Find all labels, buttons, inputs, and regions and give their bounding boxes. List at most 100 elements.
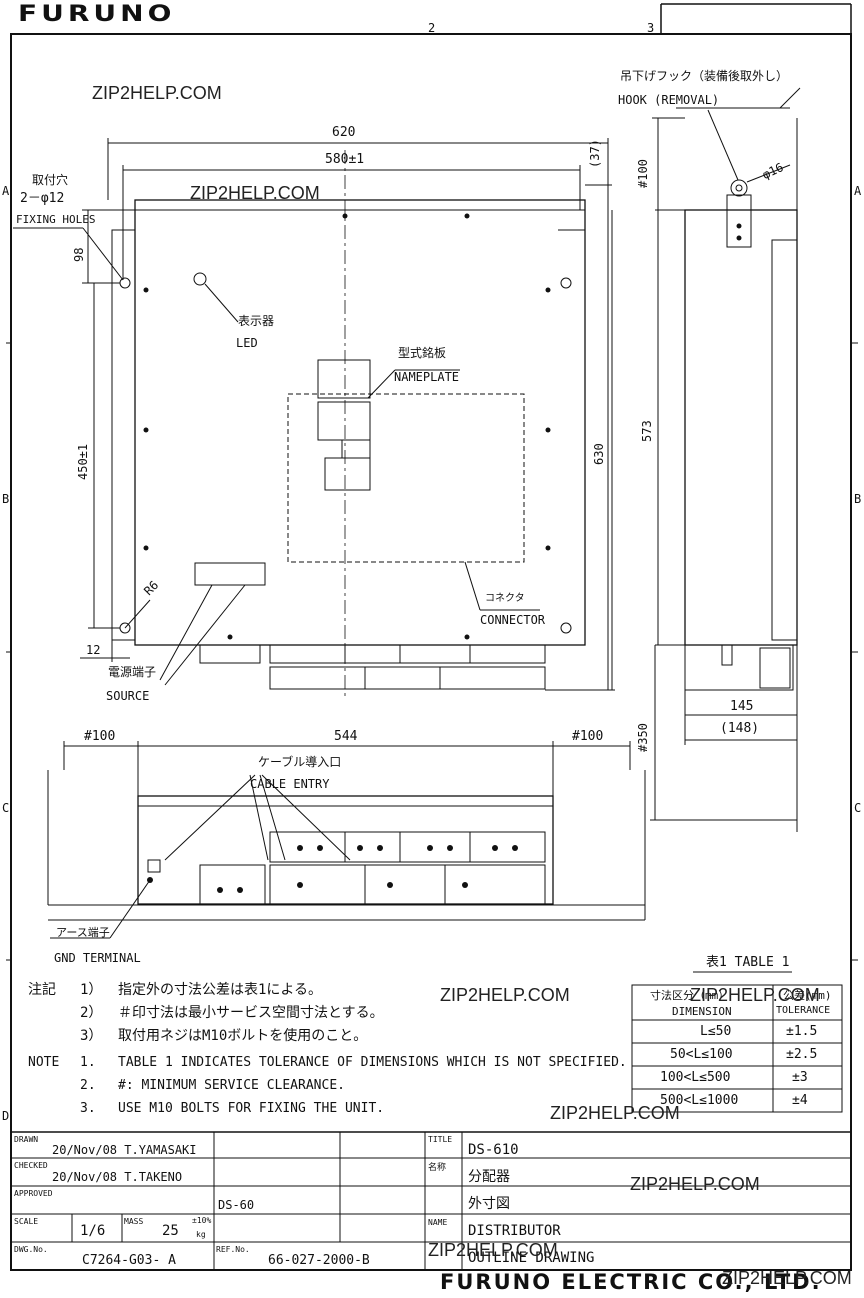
tb-scale-value: 1/6	[80, 1223, 106, 1239]
tb-name-jp-label: 名称	[428, 1163, 447, 1173]
hook-en: HOOK (REMOVAL)	[618, 93, 720, 107]
watermark: ZIP2HELP.COM	[550, 1103, 680, 1123]
table1-row2-dim: 50<L≤100	[670, 1047, 733, 1062]
notes-jp-label: 注記	[28, 982, 56, 998]
watermark: ZIP2HELP.COM	[690, 985, 820, 1005]
row-b-left: B	[2, 492, 10, 506]
gnd-jp: アース端子	[56, 926, 110, 939]
row-c-right: C	[854, 801, 862, 815]
tb-mass-tol: ±10%	[192, 1216, 212, 1225]
watermark: ZIP2HELP.COM	[190, 183, 320, 203]
dim-580: 580±1	[325, 152, 365, 167]
tb-dwg-label: DWG.No.	[14, 1245, 48, 1254]
table1-row1-tol: ±1.5	[786, 1024, 818, 1039]
tb-mass-label: MASS	[124, 1217, 144, 1226]
note-en-2: #: MINIMUM SERVICE CLEARANCE.	[118, 1078, 345, 1093]
tb-name-sub: OUTLINE DRAWING	[468, 1250, 595, 1266]
zone-3: 3	[647, 21, 655, 35]
table1-row3-tol: ±3	[792, 1070, 808, 1085]
source-en: SOURCE	[106, 689, 150, 703]
note-en-1-num: 1.	[80, 1055, 96, 1070]
fixing-holes-spec: 2－φ12	[20, 191, 65, 206]
tb-name-jp-sub: 外寸図	[468, 1196, 510, 1212]
dim-side-100: #100	[636, 159, 650, 188]
table1-caption: 表1 TABLE 1	[706, 955, 790, 970]
dim-bottom-100-right: #100	[572, 729, 604, 744]
led-en: LED	[236, 336, 258, 350]
cable-entry-jp: ケーブル導入口	[258, 755, 342, 769]
dim-630: 630	[592, 443, 606, 465]
tb-title-label: TITLE	[428, 1135, 453, 1144]
tb-title-value: DS-610	[468, 1142, 519, 1158]
table1-row1-dim: L≤50	[700, 1024, 732, 1039]
row-a-left: A	[2, 184, 10, 198]
note-en-3: USE M10 BOLTS FOR FIXING THE UNIT.	[118, 1101, 385, 1116]
tb-name-jp-value: 分配器	[468, 1169, 510, 1185]
nameplate-en: NAMEPLATE	[394, 370, 460, 384]
row-c-left: C	[2, 801, 10, 815]
note-jp-2: ＃印寸法は最小サービス空間寸法とする。	[118, 1005, 384, 1021]
dim-98: 98	[72, 247, 86, 262]
gnd-en: GND TERMINAL	[54, 951, 141, 965]
table1-grid	[631, 984, 843, 1113]
dim-350: #350	[636, 723, 650, 752]
tb-checked-label: CHECKED	[14, 1161, 48, 1170]
table1-header-tol-en: TOLERANCE	[776, 1005, 831, 1016]
watermark: ZIP2HELP.COM	[630, 1174, 760, 1194]
watermark: ZIP2HELP.COM	[440, 985, 570, 1005]
table1-row3-dim: 100<L≤500	[660, 1070, 731, 1085]
connector-jp: コネクタ	[485, 593, 525, 604]
watermark: ZIP2HELP.COM	[428, 1240, 558, 1260]
tb-scale-label: SCALE	[14, 1217, 39, 1226]
tb-checked-value: 20/Nov/08 T.TAKENO	[52, 1170, 183, 1184]
dim-573: 573	[640, 420, 654, 442]
tb-drawn-label: DRAWN	[14, 1135, 39, 1144]
cable-entry-en: CABLE ENTRY	[250, 777, 330, 791]
nameplate-jp: 型式銘板	[398, 346, 447, 360]
dim-bottom-100-left: #100	[84, 729, 116, 744]
row-d-left: D	[2, 1109, 10, 1123]
watermark: ZIP2HELP.COM	[722, 1268, 852, 1288]
table1-header-dim-jp: 寸法区分（mm）	[650, 989, 730, 1002]
note-jp-3-num: 3）	[80, 1028, 103, 1044]
front-view-body	[134, 199, 586, 646]
note-en-1: TABLE 1 INDICATES TOLERANCE OF DIMENSION…	[118, 1055, 627, 1070]
dim-148: (148)	[720, 721, 760, 736]
table1-row4-dim: 500<L≤1000	[660, 1093, 739, 1108]
hook-jp: 吊下げフック（装備後取外し）	[620, 69, 789, 83]
note-en-2-num: 2.	[80, 1078, 96, 1093]
note-jp-3: 取付用ネジはM10ボルトを使用のこと。	[118, 1028, 368, 1044]
connector-en: CONNECTOR	[480, 613, 546, 627]
tb-approved-value: DS-60	[218, 1198, 255, 1212]
dim-544: 544	[334, 729, 358, 744]
note-en-3-num: 3.	[80, 1101, 96, 1116]
zone-2: 2	[428, 21, 436, 35]
tb-mass-unit: kg	[196, 1230, 206, 1239]
fixing-holes-en: FIXING HOLES	[16, 213, 96, 226]
table1-header-tol-jp: 公差(mm)	[783, 989, 832, 1002]
led-jp: 表示器	[238, 314, 275, 328]
furuno-logo: FURUNO	[18, 0, 176, 27]
note-jp-1: 指定外の寸法公差は表1による。	[118, 982, 323, 998]
tb-dwg-value: C7264-G03- A	[82, 1253, 176, 1268]
fixing-holes-jp: 取付穴	[32, 173, 69, 187]
tb-ref-value: 66-027-2000-B	[268, 1253, 370, 1268]
dim-12: 12	[86, 643, 101, 657]
table1-row2-tol: ±2.5	[786, 1047, 818, 1062]
tb-name-value: DISTRIBUTOR	[468, 1223, 561, 1239]
table1-row4-tol: ±4	[792, 1093, 808, 1108]
table1-header-dim-en: DIMENSION	[672, 1005, 732, 1018]
dim-37: (37)	[588, 139, 602, 168]
bottom-view-body	[137, 795, 554, 905]
tb-name-label: NAME	[428, 1218, 448, 1227]
dim-450: 450±1	[76, 443, 90, 480]
dim-620: 620	[332, 125, 356, 140]
company-name: FURUNO ELECTRIC CO., LTD.	[440, 1270, 822, 1294]
watermark: ZIP2HELP.COM	[92, 83, 222, 103]
row-a-right: A	[854, 184, 862, 198]
notes-en-label: NOTE	[28, 1055, 60, 1070]
tb-mass-value: 25	[162, 1223, 179, 1239]
side-view-body	[684, 209, 798, 646]
tb-drawn-value: 20/Nov/08 T.YAMASAKI	[52, 1143, 197, 1157]
